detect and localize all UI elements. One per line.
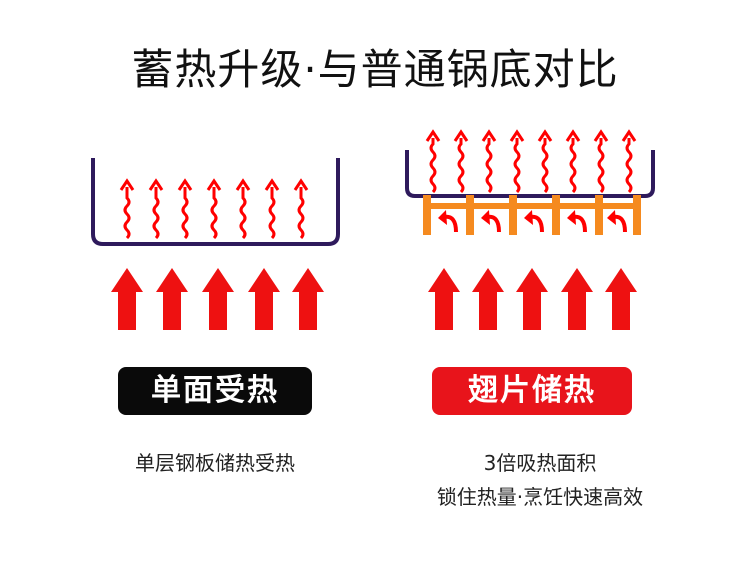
- heat-wave-arrow: [425, 129, 441, 194]
- fin: [595, 195, 603, 235]
- circulation-arrow: [567, 210, 587, 233]
- heat-wave-arrow: [453, 129, 469, 194]
- fin: [552, 195, 560, 235]
- left-pan: [91, 158, 340, 247]
- heat-wave-arrow: [509, 129, 525, 194]
- right-description: 3倍吸热面积 锁住热量·烹饪快速高效: [390, 446, 690, 514]
- heat-wave-arrow: [537, 129, 553, 194]
- flame-arrow: [111, 268, 143, 330]
- flame-arrow: [202, 268, 234, 330]
- heat-wave-arrow: [565, 129, 581, 194]
- fin-bridge: [466, 203, 517, 209]
- page-title: 蓄热升级·与普通锅底对比: [131, 45, 619, 94]
- heat-wave-arrow: [481, 129, 497, 194]
- right-heat-waves: [425, 129, 637, 194]
- right-description-line-1: 3倍吸热面积: [483, 451, 597, 475]
- circulation-arrow: [438, 210, 458, 233]
- flame-arrow: [516, 268, 548, 330]
- left-flame-arrows: [111, 268, 324, 330]
- heat-wave-arrow: [206, 178, 222, 240]
- fin-bridge: [423, 203, 474, 209]
- right-fins: [423, 195, 641, 235]
- fin-bridge: [509, 203, 560, 209]
- label-fin-heat-storage: 翅片储热: [432, 367, 632, 415]
- circulation-arrow: [481, 210, 501, 233]
- flame-arrow: [428, 268, 460, 330]
- flame-arrow: [156, 268, 188, 330]
- fin: [509, 195, 517, 235]
- fin-bridge: [595, 203, 641, 209]
- fin: [633, 195, 641, 235]
- heat-wave-arrow: [119, 178, 135, 240]
- right-description-line-2: 锁住热量·烹饪快速高效: [436, 485, 644, 509]
- heat-wave-arrow: [235, 178, 251, 240]
- fin-bridge: [552, 203, 603, 209]
- flame-arrow: [292, 268, 324, 330]
- right-flame-arrows: [428, 268, 637, 330]
- label-single-side-heating: 单面受热: [118, 367, 312, 415]
- flame-arrow: [472, 268, 504, 330]
- heat-wave-arrow: [621, 129, 637, 194]
- heat-wave-arrow: [264, 178, 280, 240]
- heat-wave-arrow: [293, 178, 309, 240]
- fin: [423, 195, 431, 235]
- left-heat-waves: [119, 178, 309, 240]
- right-pan: [405, 150, 655, 198]
- heat-wave-arrow: [177, 178, 193, 240]
- fin: [466, 195, 474, 235]
- circulation-arrow: [607, 210, 627, 233]
- heat-wave-arrow: [593, 129, 609, 194]
- flame-arrow: [561, 268, 593, 330]
- flame-arrow: [248, 268, 280, 330]
- flame-arrow: [605, 268, 637, 330]
- circulation-arrow: [524, 210, 544, 233]
- left-description: 单层钢板储热受热: [135, 451, 295, 475]
- heat-wave-arrow: [148, 178, 164, 240]
